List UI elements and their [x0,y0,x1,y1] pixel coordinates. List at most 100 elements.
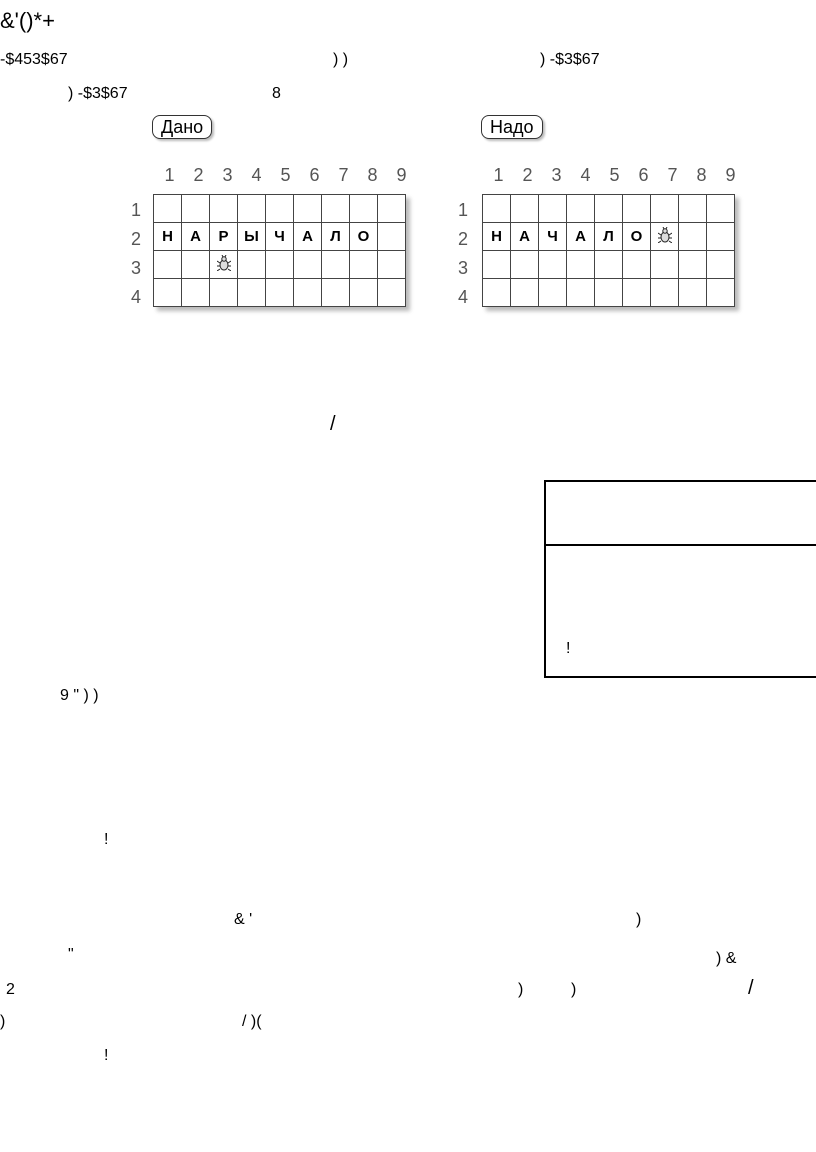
given-row-number-2: 2 [130,229,141,249]
needed-row-number-1: 1 [457,200,468,220]
given-grid-cell [181,194,210,223]
needed-label: Надо [481,115,543,139]
needed-grid-cell [594,278,623,307]
needed-grid-cell: Н [482,222,511,251]
para-d1: ) [0,1013,6,1030]
given-label: Дано [152,115,213,139]
needed-grid-cell [482,194,511,223]
needed-column-number-4: 4 [580,165,591,185]
given-grid-cell [265,278,294,307]
para-b2: ) & [716,950,737,967]
given-column-number-9: 9 [396,165,407,185]
given-grid-cell [293,194,322,223]
exclaim-1: ! [104,831,109,848]
needed-column-number-5: 5 [609,165,620,185]
page-heading: &'()*+ [0,8,55,33]
needed-grid-cell: О [622,222,651,251]
given-column-number-3: 3 [222,165,233,185]
bug-icon [216,254,231,271]
given-grid-cell [349,250,378,279]
given-grid-cell [237,278,266,307]
given-grid-cell [153,194,182,223]
needed-grid-cell [566,278,595,307]
line2-left: ) -$3$67 [68,85,128,102]
given-grid-cell [293,278,322,307]
needed-grid-row [482,194,735,223]
given-grid-cell [377,222,406,251]
para-c1: 2 [6,981,15,998]
line2-right: 8 [272,85,281,102]
needed-grid-cell [650,222,679,251]
needed-grid-cell [678,278,707,307]
given-grid-cell [349,278,378,307]
given-row-number-4: 4 [130,287,141,307]
para-e1: ! [104,1047,109,1064]
given-grid-cell: А [293,222,322,251]
para-a2: ) [636,911,642,928]
needed-grid-cell [678,250,707,279]
needed-column-number-7: 7 [667,165,678,185]
needed-grid-cell [678,194,707,223]
needed-grid-cell [706,194,735,223]
given-grid-cell [209,250,238,279]
para-c4: / [748,977,754,999]
given-grid-cell: Л [321,222,350,251]
bordered-box: ! [544,480,816,678]
given-grid-cell [265,250,294,279]
para-c2: ) [518,981,524,998]
needed-grid-cell [650,194,679,223]
given-grid-row [153,278,406,307]
needed-grid-cell: Ч [538,222,567,251]
needed-row-number-2: 2 [457,229,468,249]
needed-grid-cell [594,250,623,279]
given-grid-cell: Ч [265,222,294,251]
bug-icon [657,226,672,243]
given-grid-cell [265,194,294,223]
needed-grid-cell: А [566,222,595,251]
given-column-number-8: 8 [367,165,378,185]
slash-mark: / [330,413,336,435]
needed-grid-cell [538,278,567,307]
given-grid-cell [321,278,350,307]
needed-grid-cell: Л [594,222,623,251]
needed-grid-cell [510,250,539,279]
needed-grid-cell [566,194,595,223]
needed-grid-cell [594,194,623,223]
needed-grid-cell [482,250,511,279]
line-9: 9 " ) ) [60,687,99,704]
given-column-number-2: 2 [193,165,204,185]
needed-grid-cell: А [510,222,539,251]
given-column-number-7: 7 [338,165,349,185]
given-column-number-5: 5 [280,165,291,185]
needed-column-number-2: 2 [522,165,533,185]
box-header-row [546,482,816,546]
needed-grid-cell [510,194,539,223]
given-grid-cell [153,250,182,279]
para-d2: / )( [242,1013,262,1030]
given-grid-row [153,194,406,223]
given-grid-cell [209,194,238,223]
given-grid-cell [349,194,378,223]
line1-left: -$453$67 [0,51,68,68]
needed-grid-cell [650,250,679,279]
needed-column-number-3: 3 [551,165,562,185]
needed-column-number-6: 6 [638,165,649,185]
needed-grid-cell [622,278,651,307]
given-column-number-6: 6 [309,165,320,185]
given-grid-cell [237,194,266,223]
needed-row-number-3: 3 [457,258,468,278]
box-exclaim: ! [566,640,571,657]
para-c3: ) [571,981,577,998]
given-grid-cell [209,278,238,307]
given-grid-cell [153,278,182,307]
needed-grid-cell [706,278,735,307]
needed-grid-row [482,278,735,307]
given-grid-cell [293,250,322,279]
needed-grid-cell [706,250,735,279]
given-grid-cell [181,278,210,307]
given-grid-cell: О [349,222,378,251]
